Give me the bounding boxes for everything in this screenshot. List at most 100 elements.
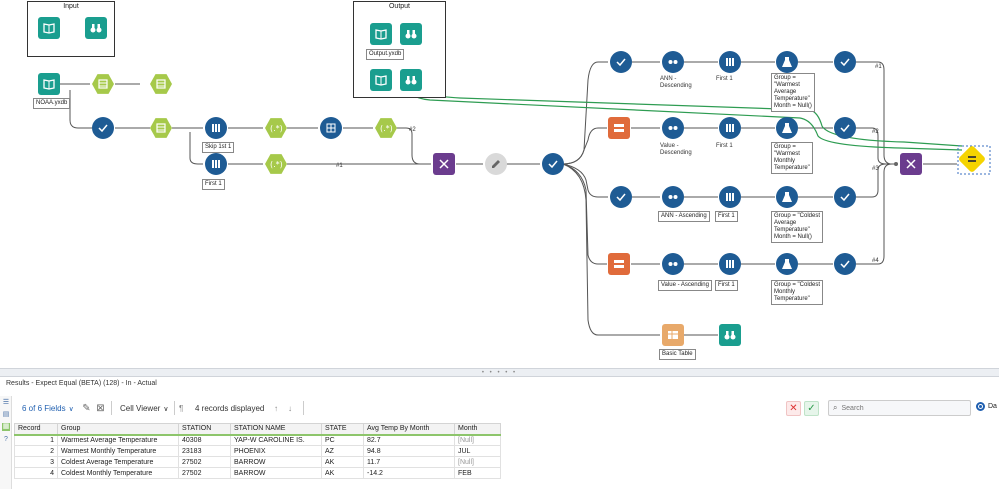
union-tool[interactable] bbox=[900, 153, 922, 175]
cell-station-name[interactable]: BARROW bbox=[230, 456, 322, 468]
output-input-tool-2[interactable] bbox=[370, 69, 392, 91]
cell-state[interactable]: AZ bbox=[321, 445, 364, 457]
col-station-name[interactable]: STATION NAME bbox=[230, 423, 322, 436]
sample-tool-skip[interactable] bbox=[205, 117, 227, 139]
cell-month[interactable]: [Null] bbox=[454, 456, 501, 468]
formula-row2[interactable] bbox=[776, 117, 798, 139]
cell-month[interactable]: JUL bbox=[454, 445, 501, 457]
sort-row4[interactable] bbox=[662, 253, 684, 275]
input-book-tool[interactable] bbox=[38, 17, 60, 39]
cell-avg-temp[interactable]: 94.8 bbox=[363, 445, 455, 457]
filter-row3-b[interactable] bbox=[834, 186, 856, 208]
grid-view-icon[interactable]: ▤ bbox=[2, 411, 10, 418]
filter-check-tool-1[interactable] bbox=[92, 117, 114, 139]
col-state[interactable]: STATE bbox=[321, 423, 364, 436]
cell-station[interactable]: 27502 bbox=[178, 456, 231, 468]
select-tool-3[interactable] bbox=[150, 118, 172, 138]
cell-avg-temp[interactable]: 11.7 bbox=[363, 456, 455, 468]
expect-equal-tool[interactable] bbox=[957, 144, 987, 174]
cell-group[interactable]: Coldest Average Temperature bbox=[57, 456, 179, 468]
cell-record[interactable]: 3 bbox=[14, 456, 58, 468]
formula-orange-row2[interactable] bbox=[608, 117, 630, 139]
fields-dropdown[interactable]: 6 of 6 Fields∨ bbox=[22, 404, 74, 413]
cell-state[interactable]: AK bbox=[321, 456, 364, 468]
cell-viewer-dropdown[interactable]: Cell Viewer∨ bbox=[120, 404, 168, 413]
sort-row3[interactable] bbox=[662, 186, 684, 208]
output-browse-tool[interactable] bbox=[400, 23, 422, 45]
formula-orange-row4[interactable] bbox=[608, 253, 630, 275]
col-month[interactable]: Month bbox=[454, 423, 501, 436]
col-record[interactable]: Record bbox=[14, 423, 58, 436]
col-group[interactable]: Group bbox=[57, 423, 179, 436]
cell-record[interactable]: 4 bbox=[14, 467, 58, 479]
cell-record[interactable]: 2 bbox=[14, 445, 58, 457]
browse-tool[interactable] bbox=[85, 17, 107, 39]
reject-button[interactable]: ✕ bbox=[786, 401, 801, 416]
noaa-input-tool[interactable] bbox=[38, 73, 60, 95]
cell-station-name[interactable]: PHOENIX bbox=[230, 445, 322, 457]
output-browse-tool-2[interactable] bbox=[400, 69, 422, 91]
table-row[interactable]: 1 Warmest Average Temperature 40308 YAP-… bbox=[14, 434, 501, 446]
cell-station[interactable]: 23183 bbox=[178, 445, 231, 457]
formula-tool-3[interactable]: (.*) bbox=[265, 154, 287, 174]
formula-row1[interactable] bbox=[776, 51, 798, 73]
accept-button[interactable]: ✓ bbox=[804, 401, 819, 416]
cell-state[interactable]: AK bbox=[321, 467, 364, 479]
cell-group[interactable]: Warmest Average Temperature bbox=[57, 434, 179, 446]
col-station[interactable]: STATION bbox=[178, 423, 231, 436]
filter-check-tool-2[interactable] bbox=[542, 153, 564, 175]
table-row[interactable]: 2 Warmest Monthly Temperature 23183 PHOE… bbox=[14, 445, 501, 457]
col-avg-temp[interactable]: Avg Temp By Month bbox=[363, 423, 455, 436]
data-radio[interactable]: Da bbox=[976, 402, 997, 411]
filter-row2-b[interactable] bbox=[834, 117, 856, 139]
workflow-canvas[interactable]: Input Output Output.yxdb NOAA.yxdb Skip … bbox=[0, 0, 999, 368]
sample-tool-first[interactable] bbox=[205, 153, 227, 175]
browse-basic-table[interactable] bbox=[719, 324, 741, 346]
cell-month[interactable]: FEB bbox=[454, 467, 501, 479]
metadata-icon[interactable]: ▦ bbox=[2, 423, 10, 431]
output-input-tool[interactable] bbox=[370, 23, 392, 45]
cell-record[interactable]: 1 bbox=[14, 434, 58, 446]
cell-station[interactable]: 27502 bbox=[178, 467, 231, 479]
panel-splitter[interactable]: • • • • • bbox=[0, 368, 999, 377]
arrow-down-icon[interactable]: ↓ bbox=[288, 404, 292, 413]
sort-row1[interactable] bbox=[662, 51, 684, 73]
transpose-tool[interactable] bbox=[320, 117, 342, 139]
formula-tool-1[interactable]: (.*) bbox=[265, 118, 287, 138]
filter-row1-b[interactable] bbox=[834, 51, 856, 73]
help-icon[interactable]: ? bbox=[4, 436, 8, 443]
cell-month[interactable]: [Null] bbox=[454, 434, 501, 446]
cell-station-name[interactable]: BARROW bbox=[230, 467, 322, 479]
search-input[interactable] bbox=[841, 404, 952, 412]
basic-table-tool[interactable] bbox=[662, 324, 684, 346]
select-tool-2[interactable] bbox=[150, 74, 172, 94]
formula-tool-2[interactable]: (.*) bbox=[375, 118, 397, 138]
sort-row2[interactable] bbox=[662, 117, 684, 139]
cell-station-name[interactable]: YAP-W CAROLINE IS. bbox=[230, 434, 322, 446]
cell-group[interactable]: Coldest Monthly Temperature bbox=[57, 467, 179, 479]
filter-row3[interactable] bbox=[610, 186, 632, 208]
comment-tool[interactable] bbox=[485, 153, 507, 175]
sample-row4[interactable] bbox=[719, 253, 741, 275]
sample-row3[interactable] bbox=[719, 186, 741, 208]
formula-row4[interactable] bbox=[776, 253, 798, 275]
sample-row2[interactable] bbox=[719, 117, 741, 139]
list-view-icon[interactable]: ☰ bbox=[2, 399, 10, 406]
table-row[interactable]: 3 Coldest Average Temperature 27502 BARR… bbox=[14, 456, 501, 468]
table-row[interactable]: 4 Coldest Monthly Temperature 27502 BARR… bbox=[14, 467, 501, 479]
results-grid[interactable]: Record Group STATION STATION NAME STATE … bbox=[14, 423, 501, 479]
paragraph-icon[interactable]: ¶ bbox=[179, 404, 184, 413]
edit-icon[interactable]: ✎ bbox=[82, 403, 91, 414]
cell-state[interactable]: PC bbox=[321, 434, 364, 446]
cell-station[interactable]: 40308 bbox=[178, 434, 231, 446]
search-box[interactable]: ⌕ bbox=[828, 400, 971, 416]
filter-row1[interactable] bbox=[610, 51, 632, 73]
cell-avg-temp[interactable]: 82.7 bbox=[363, 434, 455, 446]
close-panel-icon[interactable]: ⊠ bbox=[96, 403, 105, 414]
formula-row3[interactable] bbox=[776, 186, 798, 208]
select-tool-1[interactable] bbox=[92, 74, 114, 94]
filter-row4-b[interactable] bbox=[834, 253, 856, 275]
arrow-up-icon[interactable]: ↑ bbox=[274, 404, 278, 413]
join-tool-1[interactable] bbox=[433, 153, 455, 175]
sample-row1[interactable] bbox=[719, 51, 741, 73]
